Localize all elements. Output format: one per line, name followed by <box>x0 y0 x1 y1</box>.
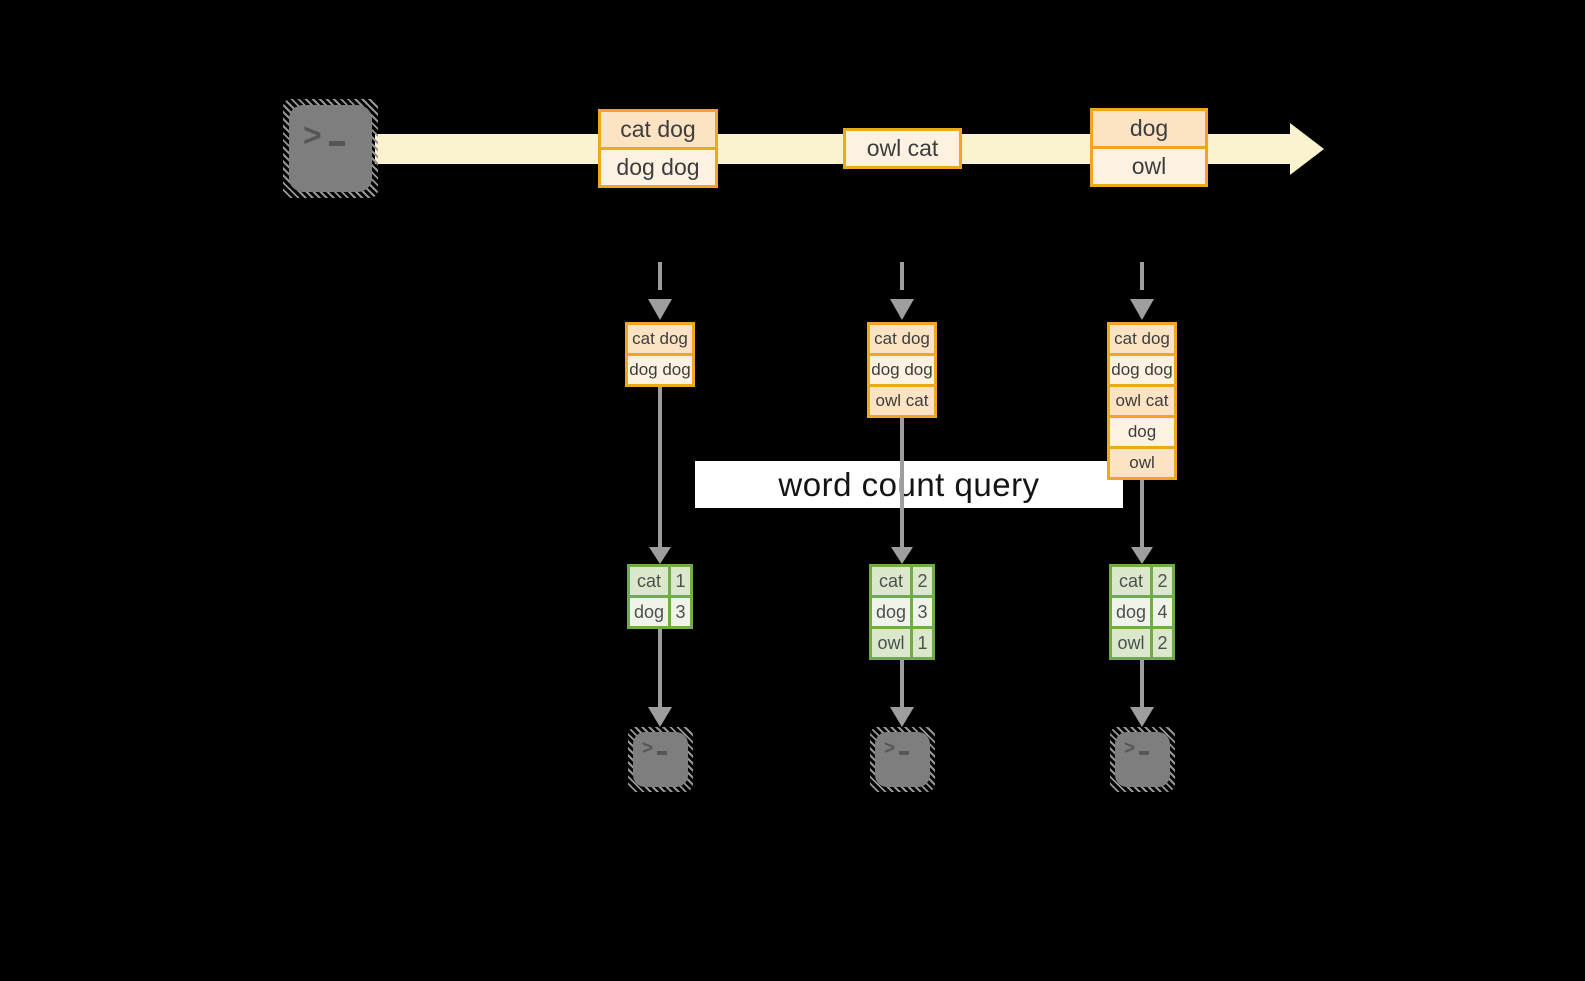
word-cell: dog <box>1112 598 1150 626</box>
sink-arrowhead-icon <box>890 707 914 727</box>
word-cell: cat <box>872 567 910 595</box>
state-row: cat dog <box>870 325 934 353</box>
query-arrow-line <box>658 387 662 547</box>
state-row: dog dog <box>870 356 934 384</box>
dashed-arrow-line <box>900 262 904 290</box>
table-row: owl 1 <box>872 629 932 657</box>
prompt-icon: > <box>642 738 668 759</box>
query-arrowhead-icon <box>1131 547 1153 564</box>
table-row: cat 2 <box>1112 567 1172 595</box>
query-label: word count query <box>695 461 1123 508</box>
state-row: cat dog <box>1110 325 1174 353</box>
prompt-icon: > <box>303 119 345 151</box>
table-row: cat 2 <box>872 567 932 595</box>
terminal-screen: > <box>633 732 688 787</box>
count-cell: 2 <box>913 567 932 595</box>
prompt-chevron-icon: > <box>884 738 896 759</box>
sink-arrow-line <box>1140 660 1144 707</box>
terminal-icon: > <box>1110 727 1175 792</box>
state-row: owl cat <box>870 387 934 415</box>
batch-row: owl cat <box>846 131 959 166</box>
state-box-3: cat dog dog dog owl cat dog owl <box>1107 322 1177 480</box>
sink-arrowhead-icon <box>1130 707 1154 727</box>
batch-row: dog <box>1093 111 1205 146</box>
query-arrow-line <box>1140 480 1144 547</box>
table-row: owl 2 <box>1112 629 1172 657</box>
query-arrowhead-icon <box>649 547 671 564</box>
query-arrow-line <box>900 418 904 547</box>
terminal-screen: > <box>875 732 930 787</box>
prompt-cursor-icon <box>328 141 345 146</box>
word-cell: owl <box>1112 629 1150 657</box>
sink-arrowhead-icon <box>648 707 672 727</box>
prompt-chevron-icon: > <box>1124 738 1136 759</box>
count-cell: 3 <box>671 598 690 626</box>
stream-batch-2: owl cat <box>843 128 962 169</box>
state-row: cat dog <box>628 325 692 353</box>
prompt-icon: > <box>884 738 910 759</box>
terminal-icon: > <box>628 727 693 792</box>
batch-row: owl <box>1093 149 1205 184</box>
state-row: owl cat <box>1110 387 1174 415</box>
prompt-chevron-icon: > <box>303 117 322 153</box>
table-row: dog 3 <box>630 598 690 626</box>
word-cell: dog <box>630 598 668 626</box>
dashed-arrowhead-icon <box>890 299 914 320</box>
count-cell: 2 <box>1153 567 1172 595</box>
state-row: owl <box>1110 449 1174 477</box>
word-cell: owl <box>872 629 910 657</box>
dashed-arrowhead-icon <box>648 299 672 320</box>
sink-arrow-line <box>900 660 904 707</box>
table-row: cat 1 <box>630 567 690 595</box>
dashed-arrowhead-icon <box>1130 299 1154 320</box>
word-cell: cat <box>1112 567 1150 595</box>
stream-arrowhead-icon <box>1290 123 1324 175</box>
batch-row: dog dog <box>601 150 715 185</box>
prompt-icon: > <box>1124 738 1150 759</box>
result-table-3: cat 2 dog 4 owl 2 <box>1109 564 1175 660</box>
terminal-screen: > <box>1115 732 1170 787</box>
count-cell: 4 <box>1153 598 1172 626</box>
stream-batch-1: cat dog dog dog <box>598 109 718 188</box>
batch-row: cat dog <box>601 112 715 147</box>
state-row: dog dog <box>1110 356 1174 384</box>
state-row: dog dog <box>628 356 692 384</box>
count-cell: 1 <box>913 629 932 657</box>
state-box-2: cat dog dog dog owl cat <box>867 322 937 418</box>
table-row: dog 3 <box>872 598 932 626</box>
terminal-screen: > <box>289 105 372 192</box>
stream-batch-3: dog owl <box>1090 108 1208 187</box>
state-row: dog <box>1110 418 1174 446</box>
terminal-icon: > <box>283 99 378 198</box>
count-cell: 2 <box>1153 629 1172 657</box>
dashed-arrow-line <box>1140 262 1144 290</box>
state-box-1: cat dog dog dog <box>625 322 695 387</box>
prompt-cursor-icon <box>657 751 668 755</box>
prompt-chevron-icon: > <box>642 738 654 759</box>
word-cell: cat <box>630 567 668 595</box>
count-cell: 1 <box>671 567 690 595</box>
dashed-arrow-line <box>658 262 662 290</box>
sink-arrow-line <box>658 629 662 707</box>
result-table-2: cat 2 dog 3 owl 1 <box>869 564 935 660</box>
word-cell: dog <box>872 598 910 626</box>
table-row: dog 4 <box>1112 598 1172 626</box>
terminal-icon: > <box>870 727 935 792</box>
count-cell: 3 <box>913 598 932 626</box>
result-table-1: cat 1 dog 3 <box>627 564 693 629</box>
query-arrowhead-icon <box>891 547 913 564</box>
prompt-cursor-icon <box>899 751 910 755</box>
prompt-cursor-icon <box>1139 751 1150 755</box>
